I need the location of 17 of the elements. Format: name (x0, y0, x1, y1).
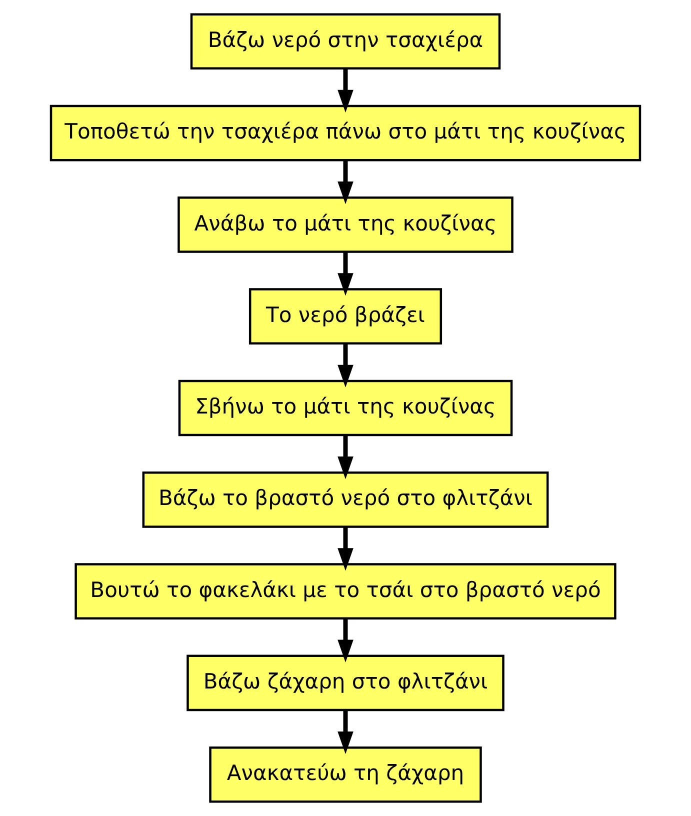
arrow (338, 526, 354, 571)
arrow (338, 252, 354, 296)
node-box: Βουτώ το φακελάκι με το τσάι στο βραστό νερό (74, 563, 616, 620)
node-box: Σβήνω το μάτι της κουζίνας (178, 380, 513, 436)
node-box: Ανακατεύω τη ζάχαρη (209, 746, 482, 803)
node-box: Τοποθετώ την τσαχιέρα πάνω στο μάτι της κουζίνας (50, 104, 642, 162)
arrow (338, 618, 354, 662)
node-box: Βάζω ζάχαρη στο φλιτζάνι (186, 654, 504, 712)
arrow (338, 344, 354, 388)
node-box: Βάζω νερό στην τσαχιέρα (190, 13, 501, 70)
arrow (338, 68, 354, 112)
node-box: Ανάβω το μάτι της κουζίνας (178, 196, 514, 253)
node-box: Βάζω το βραστό νερό στο φλιτζάνι (142, 471, 549, 528)
arrow (338, 710, 354, 754)
arrow (338, 160, 354, 204)
node-box: Το νερό βράζει (248, 288, 442, 345)
arrow (338, 435, 354, 480)
